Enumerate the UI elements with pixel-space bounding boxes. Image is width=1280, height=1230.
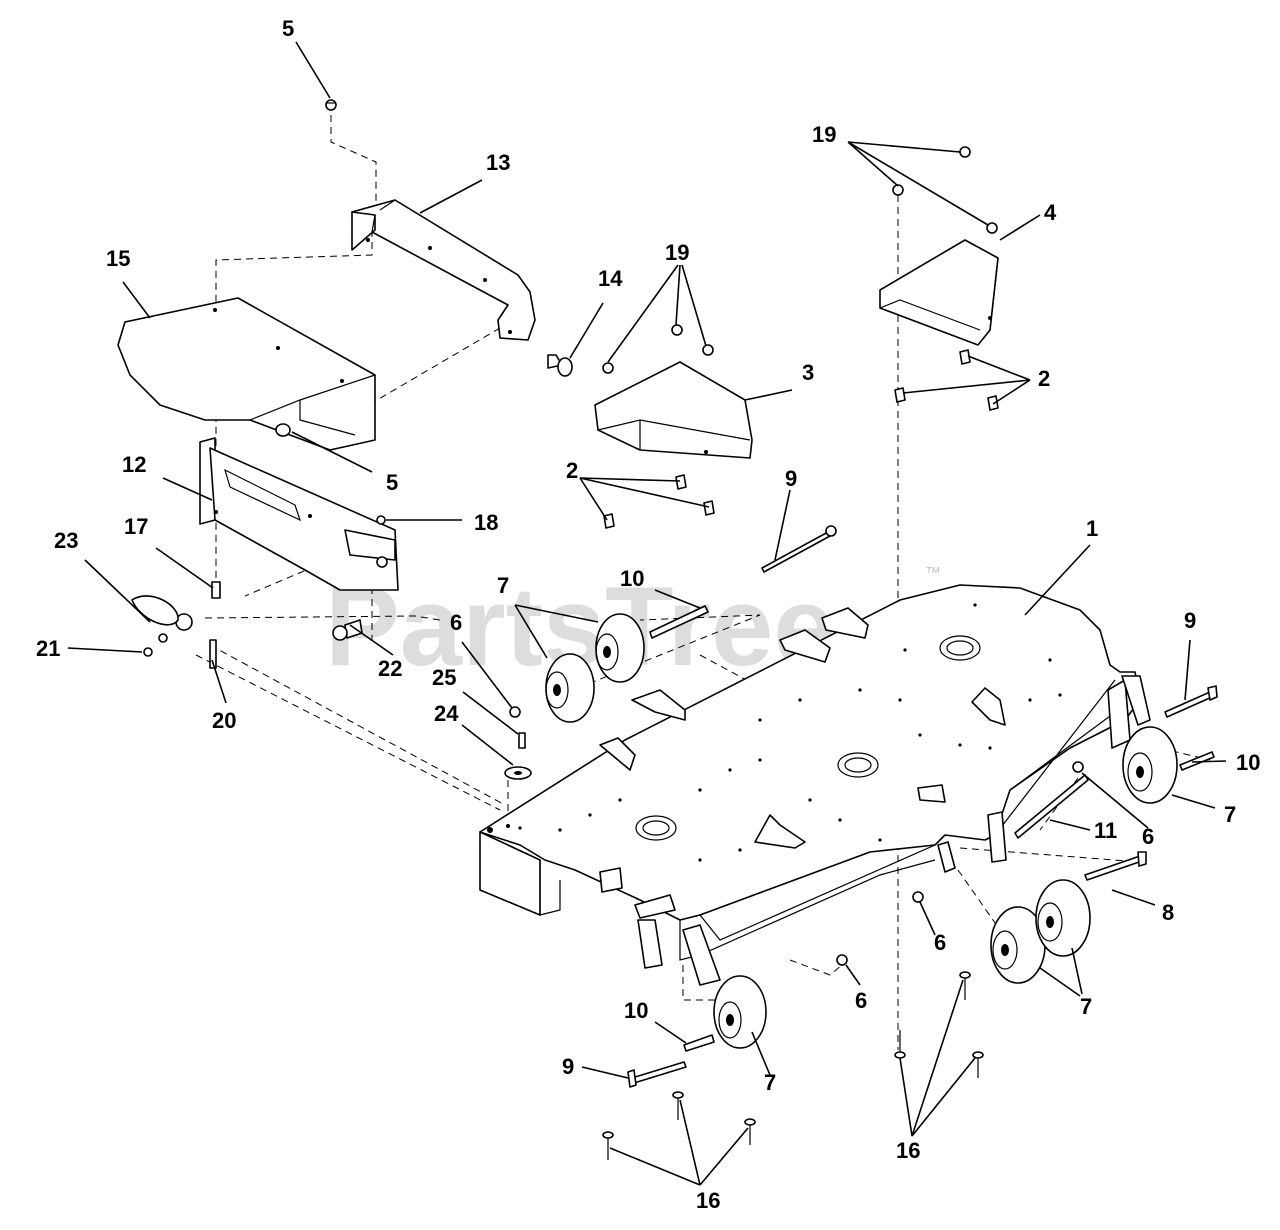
callout-9-bottom: 9 [562, 1054, 574, 1079]
part-7-wheel-f [713, 975, 767, 1049]
callout-19-center: 19 [665, 240, 689, 265]
watermark-trademark: ™ [925, 565, 941, 582]
callout-15: 15 [106, 246, 130, 271]
leader-lines [67, 41, 1227, 1186]
callout-9-top: 9 [785, 466, 797, 491]
part-1-deck [479, 584, 1151, 986]
callout-10-right: 10 [1236, 750, 1260, 775]
callout-10-top: 10 [620, 566, 644, 591]
callout-6-bottom: 6 [855, 988, 867, 1013]
callout-25: 25 [432, 665, 456, 690]
callout-labels: 5 13 15 14 19 3 19 4 2 5 2 12 18 17 23 2… [36, 16, 1260, 1213]
part-7-wheel-a [545, 653, 595, 723]
callout-6-center: 6 [934, 930, 946, 955]
callout-22: 22 [378, 656, 402, 681]
part-7-wheel-c [1122, 726, 1178, 804]
part-7-wheel-d [990, 906, 1046, 984]
callout-7-right: 7 [1224, 802, 1236, 827]
callout-7-lower-right: 7 [1080, 994, 1092, 1019]
part-4-cover [879, 239, 999, 346]
callout-7-top: 7 [497, 573, 509, 598]
callout-5-mid: 5 [386, 470, 398, 495]
callout-24: 24 [434, 701, 459, 726]
callout-8: 8 [1162, 900, 1174, 925]
callout-2-right: 2 [1038, 366, 1050, 391]
callout-20: 20 [212, 708, 236, 733]
callout-16-right: 16 [896, 1138, 920, 1163]
callout-6-right: 6 [1142, 824, 1154, 849]
callout-10-bottom: 10 [624, 998, 648, 1023]
callout-13: 13 [486, 150, 510, 175]
callout-18: 18 [474, 510, 498, 535]
part-12-hinge-bracket [199, 437, 399, 591]
callout-9-right: 9 [1184, 608, 1196, 633]
callout-16-bottom: 16 [696, 1188, 720, 1213]
callout-3: 3 [802, 360, 814, 385]
callout-1: 1 [1086, 516, 1098, 541]
callout-11: 11 [1094, 818, 1117, 843]
callout-6-left: 6 [450, 610, 462, 635]
callout-12: 12 [122, 452, 146, 477]
part-15-shield [117, 297, 376, 451]
callout-17: 17 [124, 514, 148, 539]
callout-14: 14 [598, 266, 623, 291]
callout-21: 21 [36, 636, 60, 661]
part-13-bracket [351, 199, 536, 341]
callout-4: 4 [1044, 200, 1057, 225]
callout-5-top: 5 [282, 16, 294, 41]
part-7-wheel-b [595, 613, 645, 683]
callout-7-bottom: 7 [764, 1070, 776, 1095]
fasteners [131, 99, 1218, 1160]
part-7-wheel-e [1035, 879, 1091, 957]
part-3-cover [594, 361, 753, 459]
callout-2-center: 2 [566, 458, 578, 483]
callout-19-right: 19 [812, 122, 836, 147]
callout-23: 23 [54, 528, 78, 553]
